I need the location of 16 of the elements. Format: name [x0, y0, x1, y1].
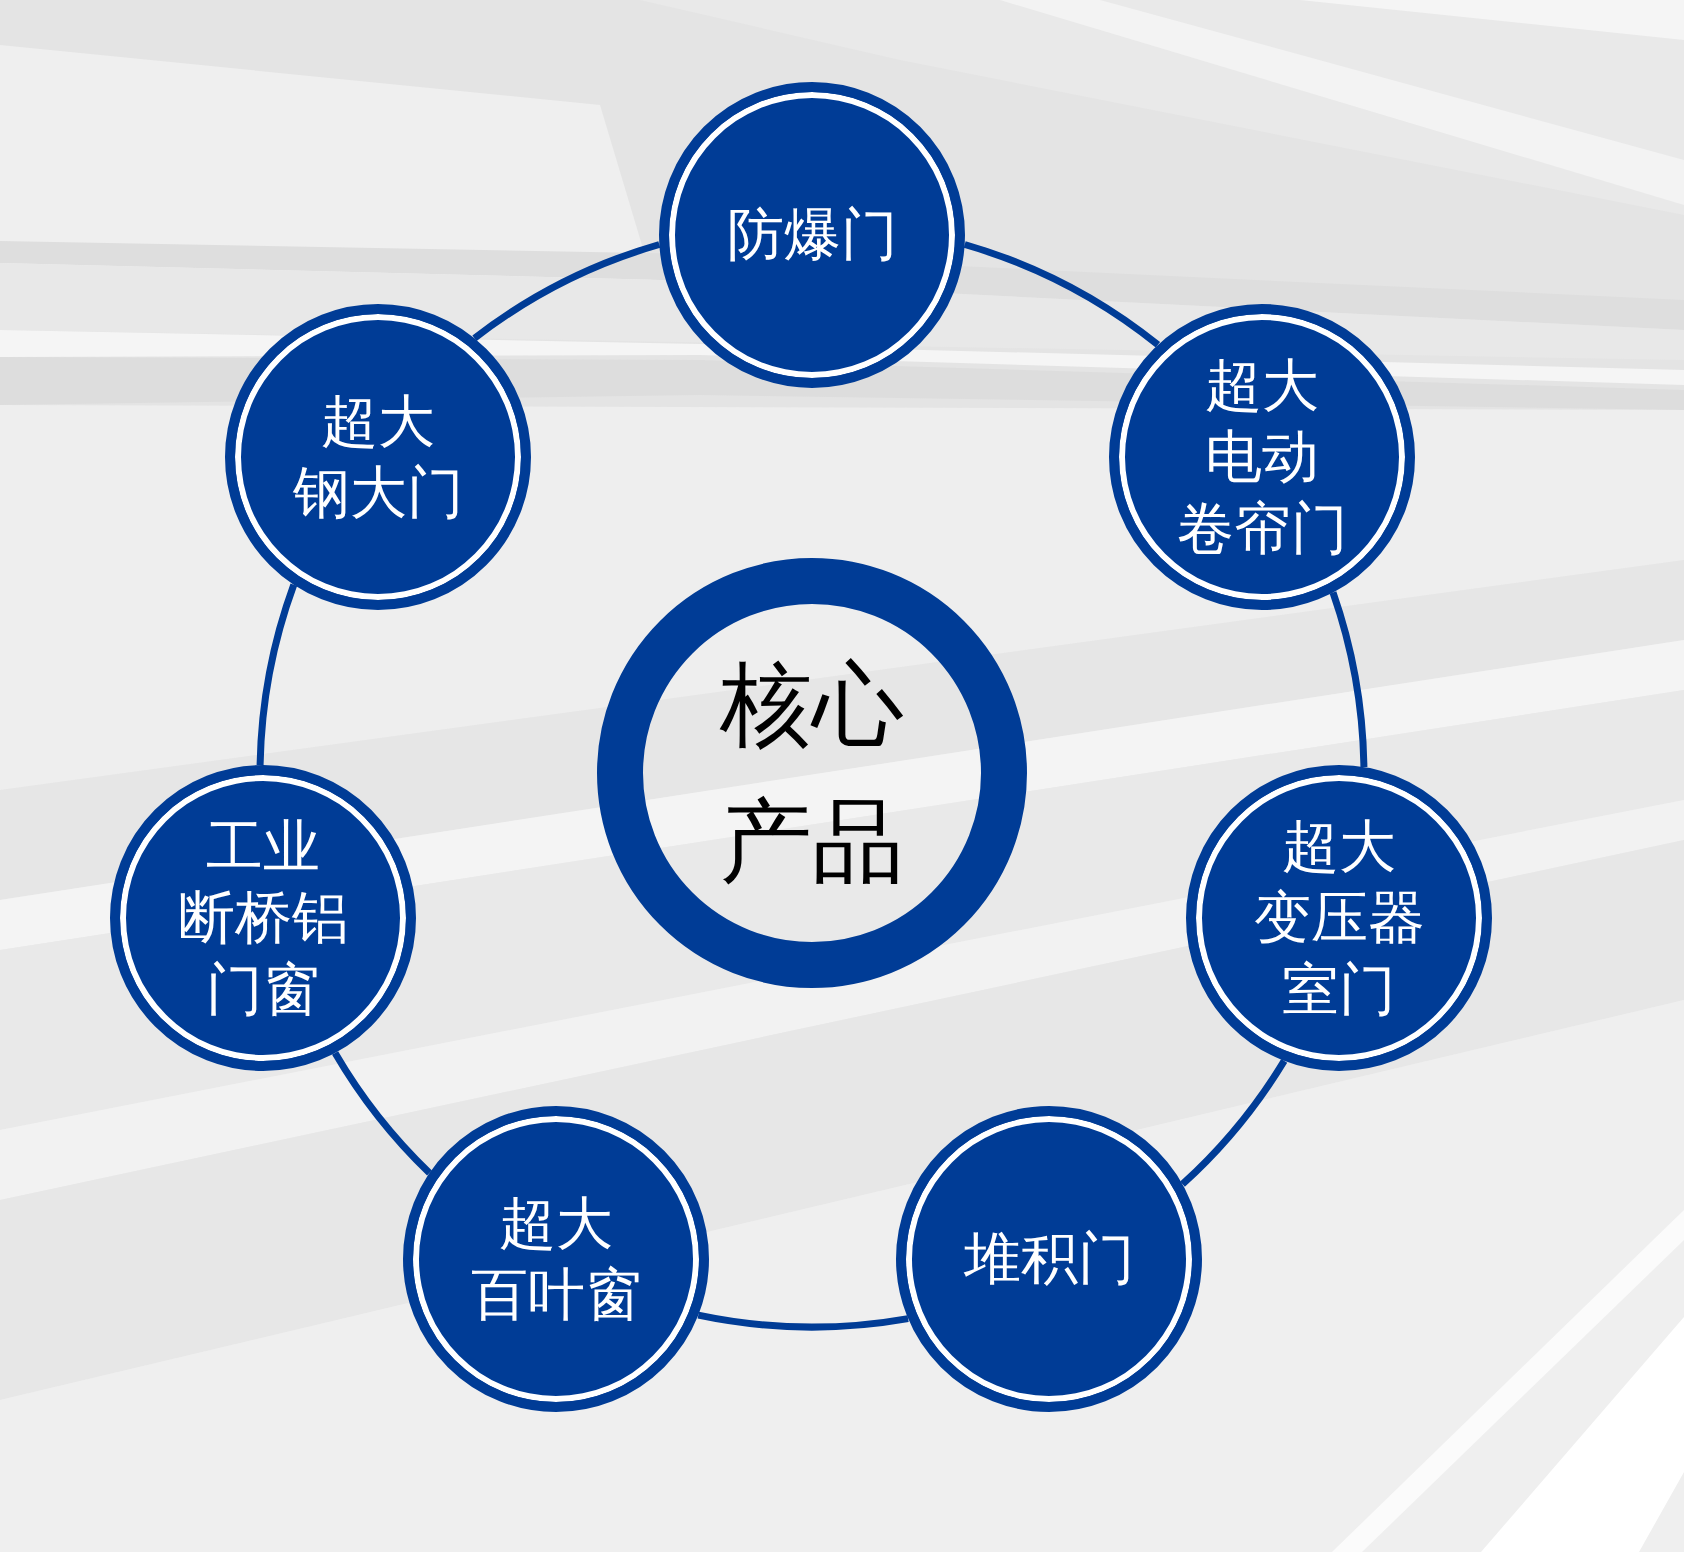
center-ring: [597, 558, 1027, 988]
ring-connector: [1180, 1058, 1288, 1187]
node-label: 核心产品: [720, 649, 904, 897]
node-label: 工业断桥铝门窗: [177, 812, 349, 1024]
ring-connector: [963, 241, 1160, 348]
ring-connector: [1329, 591, 1368, 768]
node-label: 超大钢大门: [292, 386, 464, 527]
ring-connector: [256, 583, 298, 766]
node-label: 超大电动卷帘门: [1176, 351, 1348, 563]
ring-connector: [472, 241, 661, 342]
node-label: 超大百叶窗: [470, 1188, 642, 1329]
node-label: 防爆门: [726, 200, 898, 270]
node-label: 堆积门: [963, 1224, 1135, 1294]
node-label: 超大变压器室门: [1253, 812, 1425, 1024]
ring-connector: [332, 1051, 432, 1176]
ring-connector: [697, 1311, 909, 1331]
